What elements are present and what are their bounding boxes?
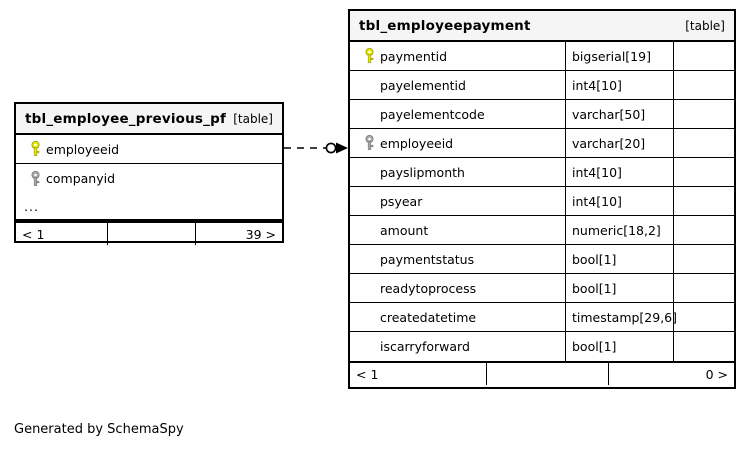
column-name-label: iscarryforward bbox=[380, 339, 470, 354]
table-row[interactable]: payelementcode varchar[50] bbox=[350, 100, 734, 129]
column-list: paymentid bigserial[19] payelementid int… bbox=[350, 42, 734, 361]
column-type-label: bool[1] bbox=[565, 332, 673, 361]
column-extra-cell bbox=[673, 42, 734, 70]
relationship-connector[interactable] bbox=[284, 132, 350, 164]
table-header: tbl_employee_previous_pf [table] bbox=[16, 104, 282, 135]
primary-key-icon bbox=[358, 48, 380, 64]
column-name-cell: employeeid bbox=[350, 129, 565, 157]
table-header: tbl_employeepayment [table] bbox=[350, 11, 734, 42]
generated-by-caption: Generated by SchemaSpy bbox=[14, 422, 184, 437]
column-extra-cell bbox=[673, 274, 734, 302]
column-extra-cell bbox=[673, 332, 734, 361]
column-name-label: createdatetime bbox=[380, 309, 477, 325]
column-name-label: psyear bbox=[380, 193, 423, 209]
column-extra-cell bbox=[673, 187, 734, 215]
table-footer: < 1 0 > bbox=[350, 361, 734, 385]
table-node-tbl-employeepayment[interactable]: tbl_employeepayment [table] paymentid bi… bbox=[348, 9, 736, 389]
column-type-label: bool[1] bbox=[565, 274, 673, 302]
column-name-cell: createdatetime bbox=[350, 303, 565, 331]
column-name-label: companyid bbox=[46, 171, 116, 186]
table-row[interactable]: employeeid bbox=[16, 135, 282, 164]
column-name-cell: payelementcode bbox=[350, 100, 565, 128]
column-name-cell: companyid bbox=[16, 164, 282, 193]
column-name-label: readytoprocess bbox=[380, 280, 477, 296]
column-type-label: bigserial[19] bbox=[565, 42, 673, 70]
table-title: tbl_employeepayment bbox=[359, 17, 531, 34]
column-name-cell: amount bbox=[350, 216, 565, 244]
table-row[interactable]: readytoprocess bool[1] bbox=[350, 274, 734, 303]
more-columns-indicator: ... bbox=[16, 193, 282, 221]
table-node-tbl-employee-previous-pf[interactable]: tbl_employee_previous_pf [table] employe… bbox=[14, 102, 284, 245]
table-type-tag: [table] bbox=[685, 18, 725, 33]
foreign-key-icon bbox=[358, 135, 380, 151]
table-row[interactable]: companyid bbox=[16, 164, 282, 193]
column-type-label: timestamp[29,6] bbox=[565, 303, 677, 331]
column-name-label: employeeid bbox=[380, 135, 454, 151]
column-name-label: paymentstatus bbox=[380, 251, 475, 267]
column-name-cell: paymentid bbox=[350, 42, 565, 70]
column-name-cell: iscarryforward bbox=[350, 332, 565, 361]
table-type-tag: [table] bbox=[233, 111, 273, 126]
table-row[interactable]: createdatetime timestamp[29,6] bbox=[350, 303, 734, 332]
column-name-label: paymentid bbox=[380, 48, 448, 64]
column-name-cell: paymentstatus bbox=[350, 245, 565, 273]
outgoing-relationship-count: 39 > bbox=[245, 226, 276, 242]
column-type-label: varchar[20] bbox=[565, 129, 673, 157]
column-extra-cell bbox=[673, 158, 734, 186]
column-name-cell: readytoprocess bbox=[350, 274, 565, 302]
column-extra-cell bbox=[673, 129, 734, 157]
column-extra-cell bbox=[673, 216, 734, 244]
column-name-label: amount bbox=[380, 222, 429, 238]
column-name-cell: payslipmonth bbox=[350, 158, 565, 186]
column-type-label: bool[1] bbox=[565, 245, 673, 273]
table-title: tbl_employee_previous_pf bbox=[25, 110, 227, 127]
column-list: employeeid companyid bbox=[16, 135, 282, 193]
column-extra-cell bbox=[673, 100, 734, 128]
column-type-label: int4[10] bbox=[565, 158, 673, 186]
table-row[interactable]: employeeid varchar[20] bbox=[350, 129, 734, 158]
footer-middle-cell bbox=[487, 363, 609, 385]
table-row[interactable]: payslipmonth int4[10] bbox=[350, 158, 734, 187]
table-row[interactable]: iscarryforward bool[1] bbox=[350, 332, 734, 361]
table-row[interactable]: payelementid int4[10] bbox=[350, 71, 734, 100]
primary-key-icon bbox=[24, 141, 46, 157]
table-row[interactable]: psyear int4[10] bbox=[350, 187, 734, 216]
foreign-key-icon bbox=[24, 170, 46, 187]
column-type-label: int4[10] bbox=[565, 187, 673, 215]
column-type-label: int4[10] bbox=[565, 71, 673, 99]
column-name-cell: employeeid bbox=[16, 135, 282, 163]
column-extra-cell bbox=[673, 303, 734, 331]
outgoing-relationship-count: 0 > bbox=[705, 366, 728, 382]
column-type-label: varchar[50] bbox=[565, 100, 673, 128]
footer-middle-cell bbox=[108, 223, 196, 245]
column-name-cell: payelementid bbox=[350, 71, 565, 99]
table-row[interactable]: paymentstatus bool[1] bbox=[350, 245, 734, 274]
column-extra-cell bbox=[673, 245, 734, 273]
column-name-label: payelementcode bbox=[380, 106, 485, 122]
table-row[interactable]: amount numeric[18,2] bbox=[350, 216, 734, 245]
incoming-relationship-count: < 1 bbox=[350, 363, 487, 385]
column-name-label: payelementid bbox=[380, 77, 466, 93]
column-extra-cell bbox=[673, 71, 734, 99]
incoming-relationship-count: < 1 bbox=[16, 223, 108, 245]
column-name-cell: psyear bbox=[350, 187, 565, 215]
column-name-label: employeeid bbox=[46, 141, 120, 157]
column-name-label: payslipmonth bbox=[380, 164, 465, 180]
table-row[interactable]: paymentid bigserial[19] bbox=[350, 42, 734, 71]
column-type-label: numeric[18,2] bbox=[565, 216, 673, 244]
table-footer: < 1 39 > bbox=[16, 221, 282, 245]
